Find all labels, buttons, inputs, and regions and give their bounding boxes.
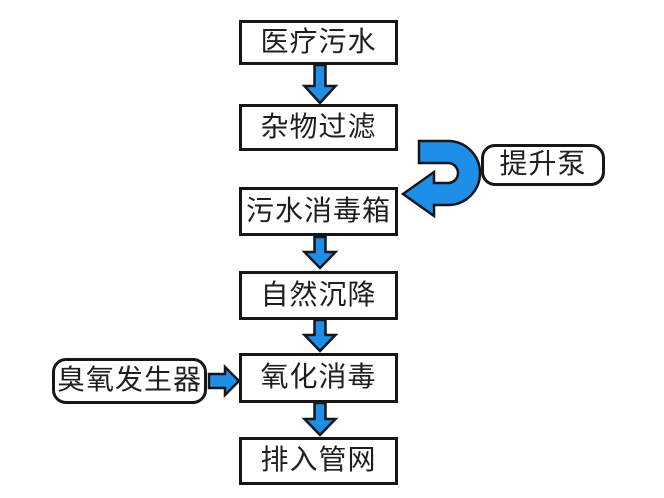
node-sewage-disinfection-tank: 污水消毒箱	[239, 187, 398, 236]
node-medical-wastewater: 医疗污水	[239, 20, 398, 65]
node-label: 臭氧发生器	[56, 365, 202, 396]
node-label: 自然沉降	[260, 279, 377, 311]
down-arrow-icon-3	[301, 318, 339, 353]
down-arrow-icon-4	[301, 401, 339, 437]
node-oxidation-disinfection: 氧化消毒	[239, 353, 398, 403]
node-label: 污水消毒箱	[245, 195, 391, 227]
node-ozone-generator: 臭氧发生器	[52, 358, 207, 404]
u-turn-arrow-icon	[400, 139, 482, 219]
down-arrow-icon-1	[301, 63, 339, 105]
node-lift-pump: 提升泵	[481, 144, 605, 186]
right-arrow-icon	[207, 363, 241, 399]
node-label: 杂物过滤	[260, 111, 377, 143]
node-natural-sedimentation: 自然沉降	[239, 271, 398, 320]
node-label: 氧化消毒	[260, 362, 377, 393]
down-arrow-icon-2	[301, 235, 339, 270]
node-discharge-pipe-network: 排入管网	[239, 437, 398, 485]
node-label: 提升泵	[499, 149, 587, 180]
node-label: 排入管网	[260, 445, 377, 476]
node-label: 医疗污水	[260, 26, 377, 58]
node-debris-filter: 杂物过滤	[239, 104, 398, 151]
